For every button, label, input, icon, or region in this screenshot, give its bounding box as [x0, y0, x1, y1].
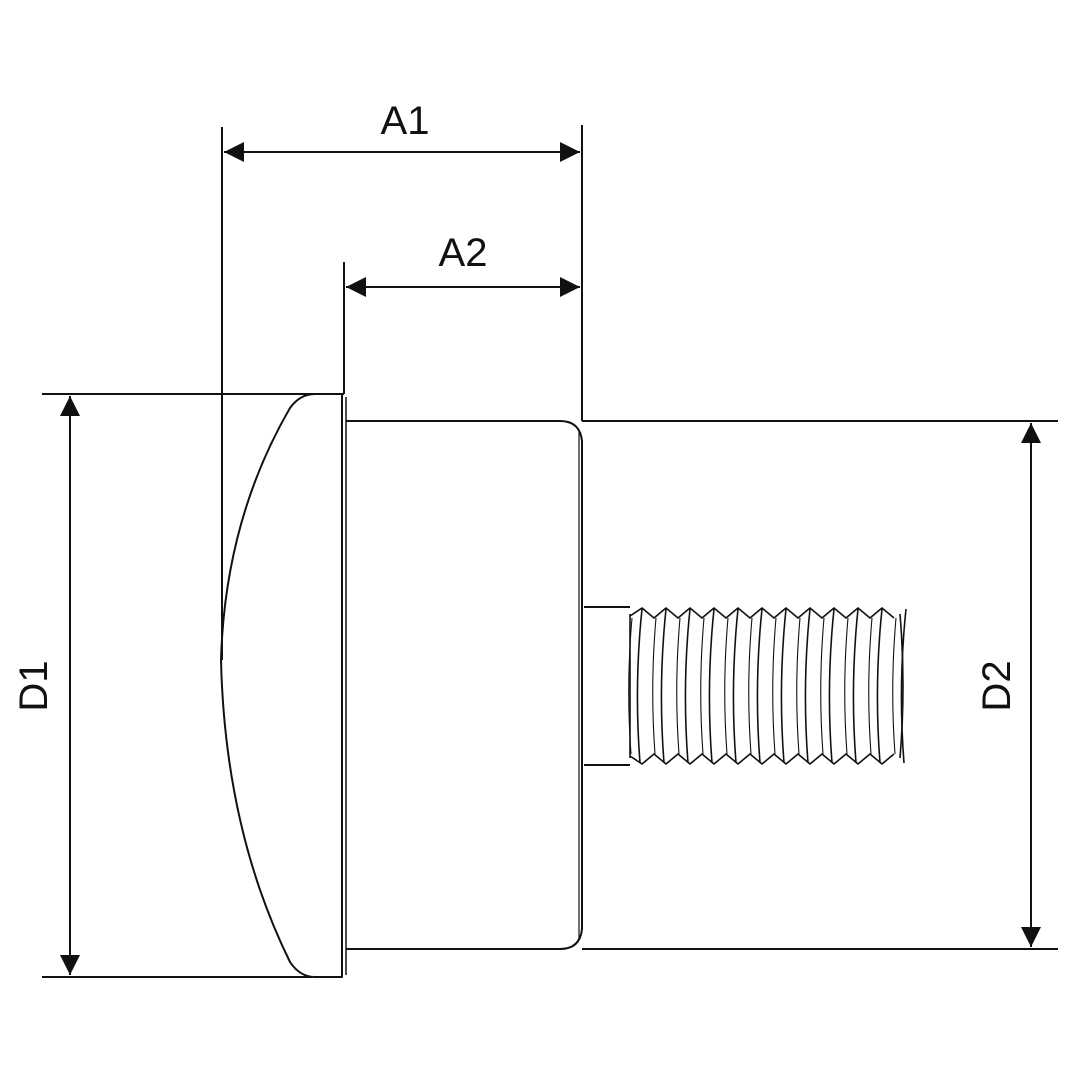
thread-crest-line	[804, 608, 811, 764]
thread-crest-line	[732, 608, 739, 764]
thread-root-line	[796, 617, 801, 755]
thread-crest-bottom	[629, 753, 895, 765]
dimension-lines	[60, 142, 1041, 975]
thread-root-line	[748, 617, 753, 755]
thread-crest-line	[900, 608, 907, 764]
dimension-label-d2: D2	[975, 660, 1019, 711]
thread-crest-line	[636, 608, 643, 764]
dimension-label-d1: D1	[12, 660, 56, 711]
thread-crest-line	[828, 608, 835, 764]
thread-root-line	[868, 617, 873, 755]
thread-crest-line	[780, 608, 787, 764]
thread-root-line	[700, 617, 705, 755]
thread-root-line	[892, 617, 897, 755]
part-outline	[220, 393, 630, 978]
thread-root-line	[724, 617, 729, 755]
dimension-label-a2: A2	[439, 231, 488, 275]
threaded-stud	[628, 607, 907, 765]
domed-cap	[220, 393, 343, 978]
thread-crest-line	[876, 608, 883, 764]
thread-end-face	[899, 613, 904, 759]
thread-crest-top	[629, 607, 895, 619]
thread-root-line	[652, 617, 657, 755]
thread-root-line	[676, 617, 681, 755]
thread-crest-line	[756, 608, 763, 764]
thread-root-line	[772, 617, 777, 755]
dimension-label-a1: A1	[381, 99, 430, 143]
thread-crest-line	[852, 608, 859, 764]
thread-root-line	[820, 617, 825, 755]
shank-neck	[584, 606, 630, 766]
extension-lines	[42, 125, 1058, 978]
thread-crest-line	[660, 608, 667, 764]
cylinder-body	[346, 420, 583, 950]
thread-crest-line	[684, 608, 691, 764]
thread-crest-line	[708, 608, 715, 764]
thread-root-line	[844, 617, 849, 755]
